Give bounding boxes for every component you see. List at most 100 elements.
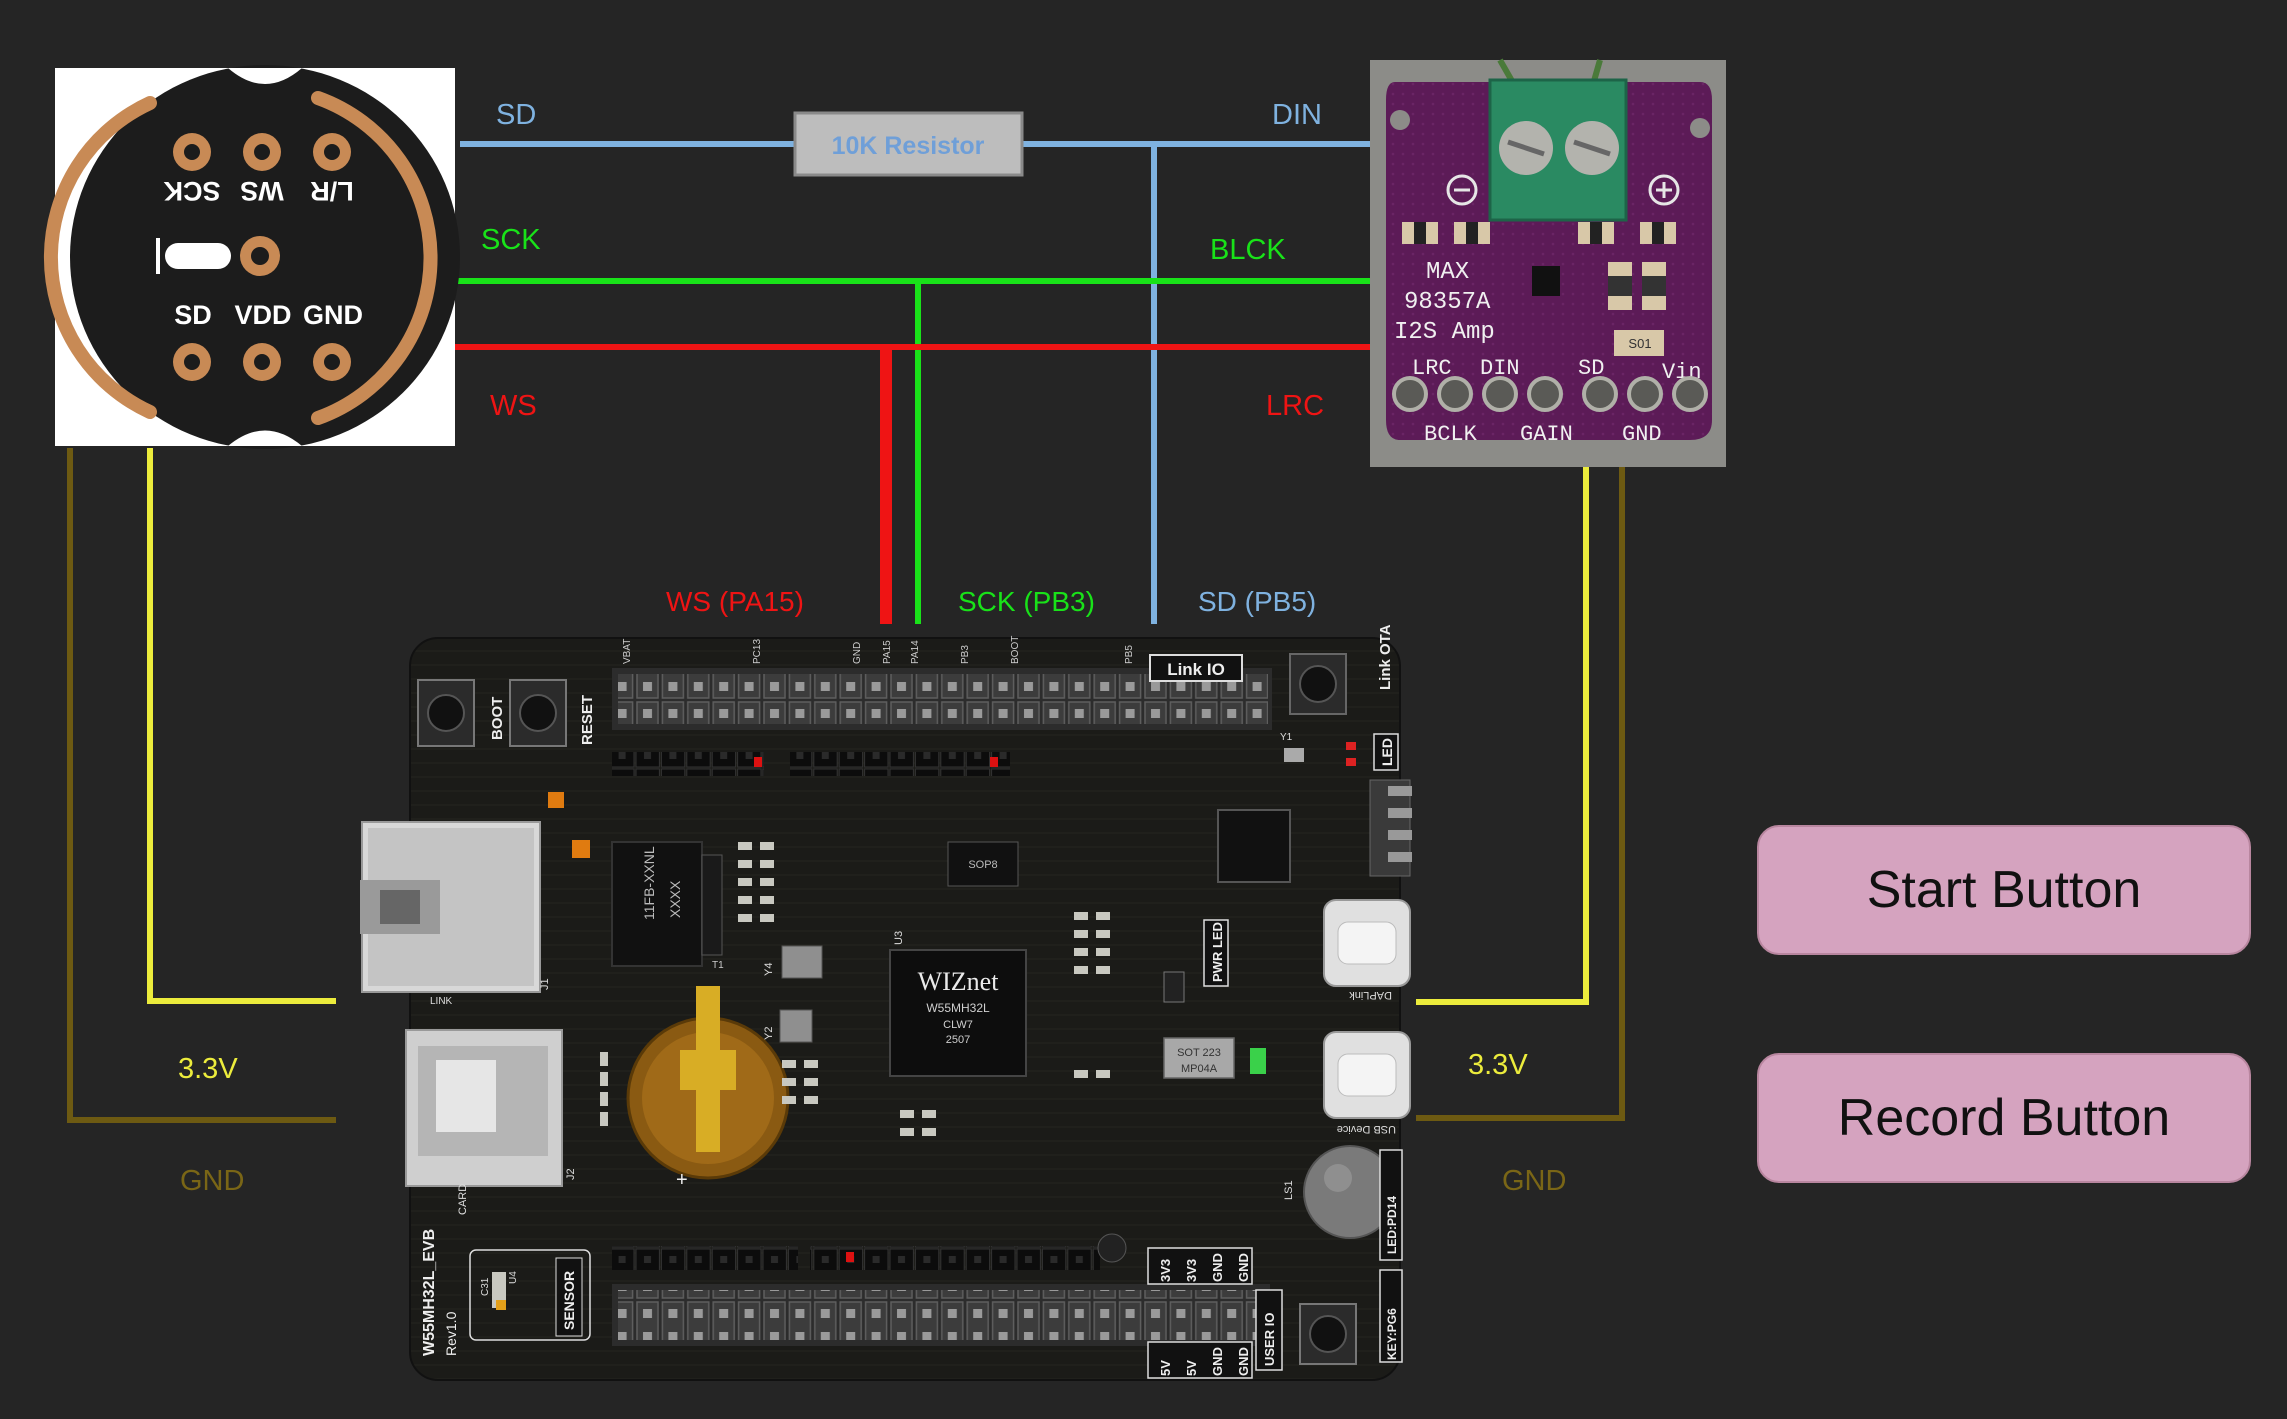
label-din: DIN: [1272, 99, 1322, 131]
v33-right-wire: [1416, 464, 1589, 1005]
svg-text:GND: GND: [1236, 1347, 1251, 1376]
daplink-usb-c: [1323, 899, 1411, 987]
label-sd-pin: SD (PB5): [1198, 586, 1316, 617]
label-gnd-left: GND: [180, 1165, 244, 1197]
svg-text:+: +: [676, 1169, 688, 1191]
mic-pin-ws: WS: [240, 176, 284, 206]
i2s-microphone-module: SCK WS L/R SD VDD GND: [43, 65, 460, 449]
w55mh32l-evb-board: VBAT PC13 GND PA15 PA14 PB3 BOOT PB5 Lin…: [360, 624, 1412, 1381]
svg-text:3V3: 3V3: [1158, 1259, 1173, 1282]
svg-text:11FB-XXNL: 11FB-XXNL: [641, 846, 657, 920]
svg-text:PA14: PA14: [910, 640, 921, 664]
link-io-label: Link IO: [1167, 660, 1225, 679]
resistor-label: 10K Resistor: [832, 132, 985, 160]
label-blck: BLCK: [1210, 234, 1286, 266]
bottom-female-header-a: [612, 1246, 798, 1270]
chip-model: W55MH32L: [926, 1001, 990, 1015]
amp-pin-gnd: GND: [1622, 422, 1662, 447]
svg-text:VBAT: VBAT: [622, 639, 633, 664]
chip-brand: WIZnet: [918, 967, 1000, 996]
label-ws: WS: [490, 390, 537, 422]
amp-pin-gain: GAIN: [1520, 422, 1573, 447]
user-key-button[interactable]: [1299, 1303, 1357, 1365]
svg-text:5V: 5V: [1184, 1360, 1199, 1376]
amp-smd-parts: S01: [1402, 222, 1676, 356]
mic-pin-sck: SCK: [163, 176, 221, 206]
mic-top-pads: [173, 133, 351, 171]
svg-text:PC13: PC13: [752, 639, 763, 664]
wire-labels: SD DIN SCK BLCK WS LRC WS (PA15) SCK (PB…: [178, 99, 1566, 1197]
top-female-header-a: [612, 752, 764, 776]
svg-text:T1: T1: [712, 960, 724, 971]
daplink-chip: [1217, 809, 1291, 883]
label-sck-pin: SCK (PB3): [958, 586, 1095, 617]
start-button[interactable]: Start Button: [1757, 825, 2251, 955]
voltage-regulator: [1163, 1037, 1235, 1079]
label-sd: SD: [496, 99, 536, 131]
mic-pin-lr: L/R: [310, 176, 354, 206]
svg-text:CARD: CARD: [457, 1184, 469, 1215]
svg-text:Y1: Y1: [1280, 732, 1293, 743]
label-3v3-left: 3.3V: [178, 1053, 238, 1085]
boot-label: BOOT: [489, 697, 506, 740]
svg-text:U3: U3: [893, 931, 905, 945]
amp-pin-lrc: LRC: [1412, 356, 1452, 381]
sd-card-slot: [405, 1029, 563, 1187]
amp-chip-line3: I2S Amp: [1394, 319, 1495, 346]
user-io-label: USER IO: [1262, 1313, 1277, 1366]
board-rev: Rev1.0: [443, 1311, 459, 1356]
max98357a-amp-module: S01 MAX 98357A I2S Amp LRC DIN SD Vin BC…: [1370, 58, 1726, 467]
svg-text:BOOT: BOOT: [1010, 636, 1021, 664]
amp-chip-line2: 98357A: [1404, 289, 1491, 316]
w55mh32l-chip: WIZnet W55MH32L CLW7 2507: [889, 949, 1027, 1077]
svg-text:SOT 223: SOT 223: [1177, 1047, 1221, 1059]
usb-device-usb-c: [1323, 1031, 1411, 1119]
svg-text:GND: GND: [852, 642, 863, 664]
board-name: W55MH32L_EVB: [421, 1229, 438, 1356]
boot-button[interactable]: [417, 679, 475, 747]
svg-text:5V: 5V: [1158, 1360, 1173, 1376]
svg-text:3V3: 3V3: [1184, 1259, 1199, 1282]
reset-label: RESET: [579, 695, 596, 745]
link-label: LINK: [430, 996, 453, 1007]
label-sck: SCK: [481, 224, 541, 256]
label-gnd-right: GND: [1502, 1165, 1566, 1197]
svg-text:XXXX: XXXX: [667, 880, 683, 918]
mic-pin-vdd: VDD: [234, 300, 291, 330]
sensor-label: SENSOR: [561, 1271, 577, 1330]
sop8-chip: [947, 841, 1019, 887]
svg-text:J1: J1: [539, 978, 551, 990]
reset-button[interactable]: [509, 679, 567, 747]
svg-text:J2: J2: [565, 1168, 577, 1180]
svg-text:C31: C31: [480, 1277, 491, 1296]
led-label: LED: [1379, 738, 1395, 766]
wires: [67, 141, 1625, 1123]
mic-pin-gnd: GND: [303, 300, 363, 330]
daplink-label: DAPLink: [1349, 989, 1392, 1001]
record-button[interactable]: Record Button: [1757, 1053, 2251, 1183]
svg-text:MP04A: MP04A: [1181, 1063, 1218, 1075]
svg-text:GND: GND: [1210, 1253, 1225, 1282]
svg-text:Y4: Y4: [763, 963, 775, 976]
amp-pin-bclk: BCLK: [1424, 422, 1478, 447]
label-3v3-right: 3.3V: [1468, 1049, 1528, 1081]
v33-left-wire: [147, 448, 336, 1004]
gnd-left-wire: [67, 448, 336, 1123]
top-female-header-b: [790, 752, 1010, 776]
mic-sound-port-icon: [156, 236, 280, 276]
ethernet-jack: [360, 821, 541, 993]
svg-text:PA15: PA15: [882, 640, 893, 664]
key-pg6-label: KEY:PG6: [1385, 1308, 1399, 1360]
svg-text:SOP8: SOP8: [968, 859, 997, 871]
screw-terminal: [1488, 78, 1628, 222]
svg-text:PB3: PB3: [960, 645, 971, 664]
ethernet-transformer: 11FB-XXNL XXXX T1: [611, 841, 724, 971]
svg-text:LS1: LS1: [1283, 1180, 1295, 1200]
bottom-female-header-b: [810, 1246, 1100, 1270]
svg-text:PB5: PB5: [1124, 645, 1135, 664]
chip-line2: CLW7: [943, 1019, 973, 1031]
chip-line3: 2507: [946, 1034, 970, 1046]
smd-component-banks: [600, 842, 1110, 1136]
usb-device-label: USB Device: [1337, 1123, 1396, 1135]
